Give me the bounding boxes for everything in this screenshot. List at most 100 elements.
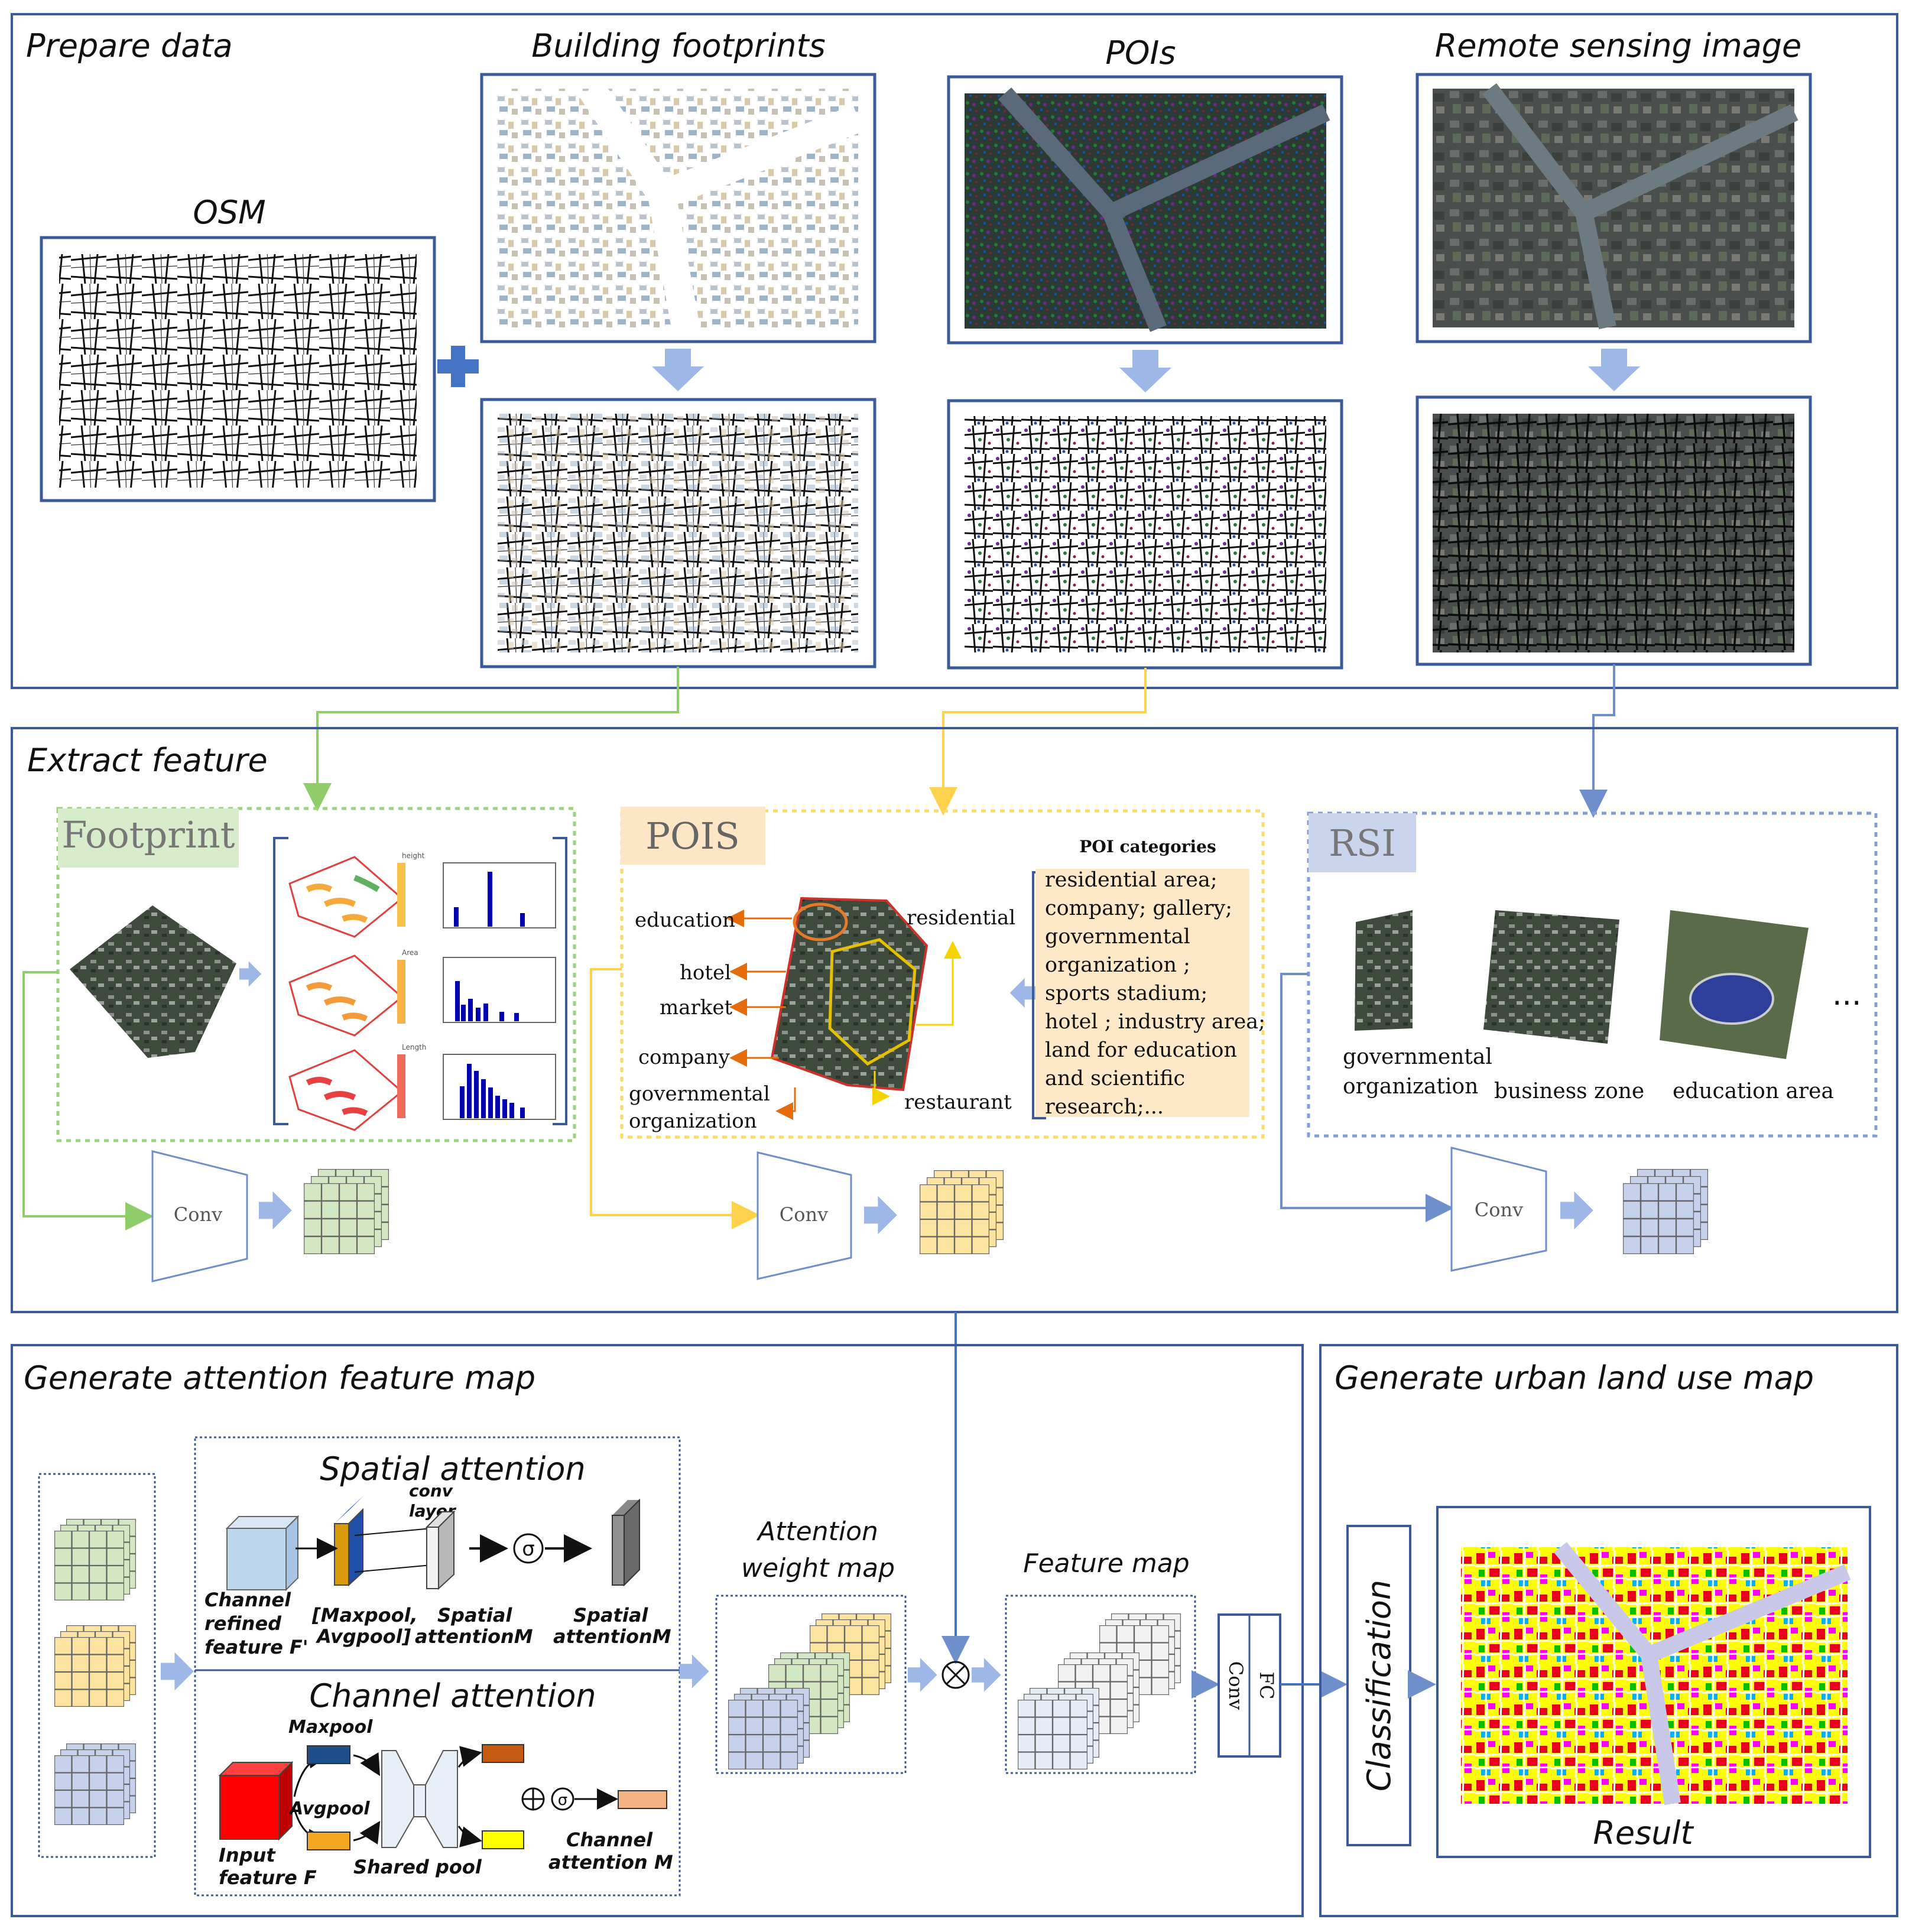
pool-line2: Avgpool] [315,1625,411,1648]
footprint-panel [56,807,576,1142]
pois-conv-arrow [864,1196,897,1235]
channel-out-bottom [482,1830,524,1849]
rsi-label-education: education area [1673,1079,1834,1103]
spatial-b-line2: attentionM [553,1625,671,1648]
channel-a-line2: attention M [548,1851,673,1873]
stack-to-attention-arrow [161,1652,194,1691]
weight-to-multiply-arrow [908,1658,937,1692]
spatial-attention-title: Spatial attention [320,1450,585,1488]
input-feature-line1: Input [219,1844,276,1866]
footprint-conv-arrow [259,1191,292,1230]
pois-tag [621,807,765,865]
rsi-conv-block [1450,1147,1547,1272]
connector-footprint [303,667,679,811]
maxpool-bar [307,1745,350,1764]
shared-pool-block [381,1750,458,1848]
poi-label-hotel: hotel [680,961,731,985]
spatial-conv-cube [425,1510,456,1590]
avgpool-label: Avgpool [288,1798,370,1819]
rsi-tag-text: RSI [1329,821,1396,865]
spatial-output-cube [612,1498,640,1587]
attention-section [11,1344,1304,1917]
channel-attention-title: Channel attention [309,1677,596,1715]
spatial-sigma-text: σ [522,1537,535,1561]
poi-label-education: education [635,908,735,932]
attention-weight-label-1: Attention [756,1517,878,1547]
attention-weight-label-2: weight map [741,1553,895,1583]
spatial-sigmoid-icon [513,1533,544,1564]
rsi-more: ... [1832,977,1862,1012]
add-sigmoid-icon: σ [521,1787,574,1811]
poi-category-2: governmental [1045,925,1190,949]
conv-layer-line1: conv [409,1481,453,1501]
poi-category-4: sports stadium; [1045,982,1207,1005]
channel-sigma-text: σ [558,1791,567,1809]
pois-conv-line [590,968,760,1229]
pois-tag-text: POIS [645,814,740,858]
stacked-features-panel [38,1473,156,1858]
spatial-b-line1: Spatial [573,1604,648,1626]
channel-a-line1: Channel [566,1829,653,1851]
poi-category-5: hotel ; industry area; [1045,1010,1265,1034]
conv-fc-conv-label: Conv [1225,1661,1247,1710]
attention-to-weight-arrow [680,1654,709,1689]
footprint-conv-label: Conv [174,1203,222,1226]
poi-label-governmental: governmental [629,1082,770,1106]
maxpool-label: Maxpool [288,1717,373,1738]
rsi-conv-arrow [1560,1191,1593,1230]
extract-feature-title: Extract feature [27,742,268,779]
spatial-a-line2: attentionM [415,1625,533,1648]
poi-category-3: organization ; [1045,953,1190,977]
multiply-icon [941,1661,970,1689]
rsi-tag [1309,813,1416,872]
result-label: Result [1593,1814,1694,1852]
arrow-down-rsi [1588,349,1640,391]
remote-sensing-label: Remote sensing image [1435,27,1802,64]
poi-categories-arrow [1009,978,1035,1008]
spatial-input-cube [225,1515,300,1592]
pois-panel [620,809,1265,1139]
osm-map-image [59,254,417,488]
spatial-a-line1: Spatial [437,1604,512,1626]
rsi-label-governmental: governmental [1343,1045,1492,1069]
crf-line1: Channel [204,1589,291,1611]
attention-section-title: Generate attention feature map [24,1359,535,1397]
building-footprints-label: Building footprints [531,27,826,64]
prepare-data-title: Prepare data [26,27,233,64]
poi-category-6: land for education [1045,1038,1237,1062]
poi-label-company: company [638,1045,731,1069]
poi-categories-title: POI categories [1079,837,1216,856]
footprint-heatmaps: height Area Length [288,852,556,1131]
channel-attention-output [618,1790,667,1809]
crf-line2: refined [204,1612,282,1635]
osm-label: OSM [193,194,265,231]
urban-section-title: Generate urban land use map [1335,1359,1814,1397]
feature-map-label: Feature map [1023,1548,1189,1579]
attention-weight-panel [715,1595,907,1774]
poi-category-1: company; gallery; [1045,897,1232,920]
poi-label-organization: organization [629,1109,757,1133]
legend-length: Length [402,1043,426,1051]
feature-map-panel [1005,1595,1196,1774]
multiply-to-feature-arrow [972,1658,1001,1692]
prepare-data-section [11,13,1898,689]
rsi-conv-line [1280,973,1454,1222]
rsi-sample-government [1355,910,1413,1031]
footprint-aerial-image [70,905,236,1058]
footprint-conv-line [22,971,154,1230]
channel-input-cube [218,1761,294,1841]
attention-module-panel [194,1436,681,1897]
pois-conv-block [757,1151,852,1280]
conv-fc-fc-label: FC [1255,1672,1278,1700]
footprint-feature-cube [304,1169,389,1254]
pois-feature-cube [920,1170,1004,1254]
rsi-label-organization: organization [1343,1074,1478,1099]
poi-categories-box [1035,869,1249,1117]
footprint-tag [58,808,239,868]
pois-roads-image [965,416,1326,652]
rsi-conv-label: Conv [1475,1199,1523,1221]
connector-rsi [1579,664,1615,818]
connector-pois [929,668,1147,816]
footprint-conv-block [151,1150,248,1282]
